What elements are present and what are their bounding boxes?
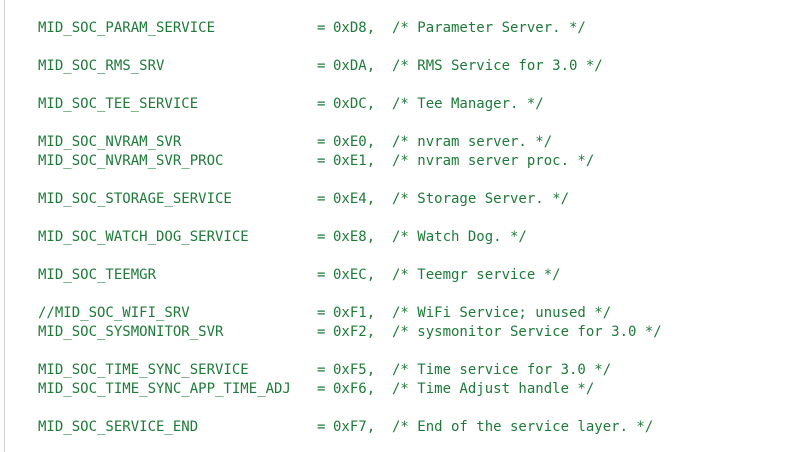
code-line: //MID_SOC_WIFI_SRV = 0xF1, /* WiFi Service;… (38, 304, 662, 323)
code-line: MID_SOC_SERVICE_END = 0xF7, /* End of the s… (38, 418, 662, 437)
blank-line (38, 247, 662, 266)
code-comment: /* nvram server proc. */ (392, 153, 595, 169)
code-comment: /* RMS Service for 3.0 */ (392, 58, 603, 74)
enum-name: //MID_SOC_WIFI_SRV (38, 305, 190, 321)
code-comment: /* Tee Manager. */ (392, 96, 544, 112)
code-lines: MID_SOC_PARAM_SERVICE = 0xD8, /* Parameter … (38, 19, 662, 437)
enum-value: 0xF5, (333, 362, 376, 378)
code-line: MID_SOC_RMS_SRV = 0xDA, /* RMS Service for … (38, 57, 662, 76)
enum-name: MID_SOC_TIME_SYNC_APP_TIME_ADJ (38, 381, 291, 397)
blank-line (38, 342, 662, 361)
enum-name: MID_SOC_PARAM_SERVICE (38, 20, 216, 36)
assign-operator: = (317, 134, 326, 150)
code-line: MID_SOC_PARAM_SERVICE = 0xD8, /* Parameter … (38, 19, 662, 38)
code-comment: /* WiFi Service; unused */ (392, 305, 612, 321)
code-comment: /* Time Adjust handle */ (392, 381, 595, 397)
code-line: MID_SOC_TEE_SERVICE = 0xDC, /* Tee Manager.… (38, 95, 662, 114)
assign-operator: = (317, 20, 326, 36)
code-line: MID_SOC_NVRAM_SVR = 0xE0, /* nvram server. … (38, 133, 662, 152)
gutter-border (4, 0, 5, 452)
enum-name: MID_SOC_SERVICE_END (38, 419, 199, 435)
assign-operator: = (317, 419, 326, 435)
enum-name: MID_SOC_STORAGE_SERVICE (38, 191, 232, 207)
assign-operator: = (317, 381, 326, 397)
blank-line (38, 285, 662, 304)
enum-value: 0xF6, (333, 381, 376, 397)
enum-name: MID_SOC_NVRAM_SVR (38, 134, 182, 150)
assign-operator: = (317, 191, 326, 207)
blank-line (38, 114, 662, 133)
code-comment: /* Parameter Server. */ (392, 20, 586, 36)
enum-value: 0xF7, (333, 419, 376, 435)
assign-operator: = (317, 96, 326, 112)
assign-operator: = (317, 58, 326, 74)
blank-line (38, 38, 662, 57)
assign-operator: = (317, 267, 326, 283)
enum-value: 0xF2, (333, 324, 376, 340)
enum-value: 0xDA, (333, 58, 376, 74)
enum-value: 0xDC, (333, 96, 376, 112)
code-comment: /* End of the service layer. */ (392, 419, 654, 435)
assign-operator: = (317, 229, 326, 245)
enum-value: 0xF1, (333, 305, 376, 321)
code-line: MID_SOC_TIME_SYNC_APP_TIME_ADJ = 0xF6, /* T… (38, 380, 662, 399)
code-comment: /* nvram server. */ (392, 134, 553, 150)
enum-value: 0xE4, (333, 191, 376, 207)
blank-line (38, 171, 662, 190)
enum-name: MID_SOC_TIME_SYNC_SERVICE (38, 362, 249, 378)
code-comment: /* Time service for 3.0 */ (392, 362, 612, 378)
code-line: MID_SOC_NVRAM_SVR_PROC = 0xE1, /* nvram ser… (38, 152, 662, 171)
enum-value: 0xE0, (333, 134, 376, 150)
enum-name: MID_SOC_NVRAM_SVR_PROC (38, 153, 224, 169)
assign-operator: = (317, 362, 326, 378)
blank-line (38, 399, 662, 418)
code-comment: /* sysmonitor Service for 3.0 */ (392, 324, 662, 340)
assign-operator: = (317, 153, 326, 169)
enum-value: 0xEC, (333, 267, 376, 283)
enum-value: 0xE8, (333, 229, 376, 245)
assign-operator: = (317, 305, 326, 321)
code-comment: /* Watch Dog. */ (392, 229, 527, 245)
enum-name: MID_SOC_SYSMONITOR_SVR (38, 324, 224, 340)
enum-value: 0xE1, (333, 153, 376, 169)
code-line: MID_SOC_TEEMGR = 0xEC, /* Teemgr service */ (38, 266, 662, 285)
enum-value: 0xD8, (333, 20, 376, 36)
code-line: MID_SOC_STORAGE_SERVICE = 0xE4, /* Storage … (38, 190, 662, 209)
code-line: MID_SOC_WATCH_DOG_SERVICE = 0xE8, /* Watch … (38, 228, 662, 247)
code-line: MID_SOC_TIME_SYNC_SERVICE = 0xF5, /* Time s… (38, 361, 662, 380)
assign-operator: = (317, 324, 326, 340)
blank-line (38, 209, 662, 228)
enum-name: MID_SOC_RMS_SRV (38, 58, 165, 74)
code-comment: /* Teemgr service */ (392, 267, 561, 283)
enum-name: MID_SOC_WATCH_DOG_SERVICE (38, 229, 249, 245)
code-comment: /* Storage Server. */ (392, 191, 570, 207)
code-line: MID_SOC_SYSMONITOR_SVR = 0xF2, /* sysmonito… (38, 323, 662, 342)
enum-name: MID_SOC_TEEMGR (38, 267, 157, 283)
enum-name: MID_SOC_TEE_SERVICE (38, 96, 199, 112)
blank-line (38, 76, 662, 95)
